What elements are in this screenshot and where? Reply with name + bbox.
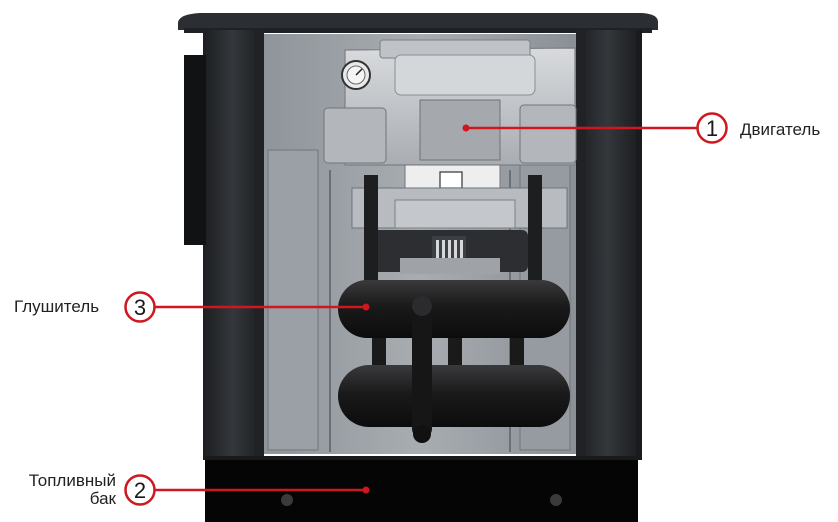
callout-3-number: 3 xyxy=(134,295,146,320)
alternator xyxy=(368,230,528,274)
callout-2-number: 2 xyxy=(134,478,146,503)
callout-2-fuel-tank: 2 xyxy=(124,474,370,506)
callout-1-engine: 1 xyxy=(462,112,728,144)
muffler-lower xyxy=(338,365,570,427)
engine-block xyxy=(323,39,577,229)
label-fuel-tank-line2: бак xyxy=(89,489,116,508)
label-muffler: Глушитель xyxy=(14,297,100,316)
label-fuel-tank-line1: Топливный xyxy=(28,471,116,490)
housing-roof xyxy=(178,13,658,33)
housing-right-wall xyxy=(576,30,642,460)
control-panel-mount xyxy=(267,149,319,451)
muffler-upper xyxy=(338,280,570,338)
label-fuel-tank: Топливный бак xyxy=(10,472,116,508)
callout-3-muffler: 3 xyxy=(124,291,370,323)
housing-left-wall xyxy=(184,30,264,460)
muffler-connector-pipe xyxy=(412,296,432,443)
label-engine: Двигатель xyxy=(740,120,821,139)
callout-1-number: 1 xyxy=(706,116,718,141)
